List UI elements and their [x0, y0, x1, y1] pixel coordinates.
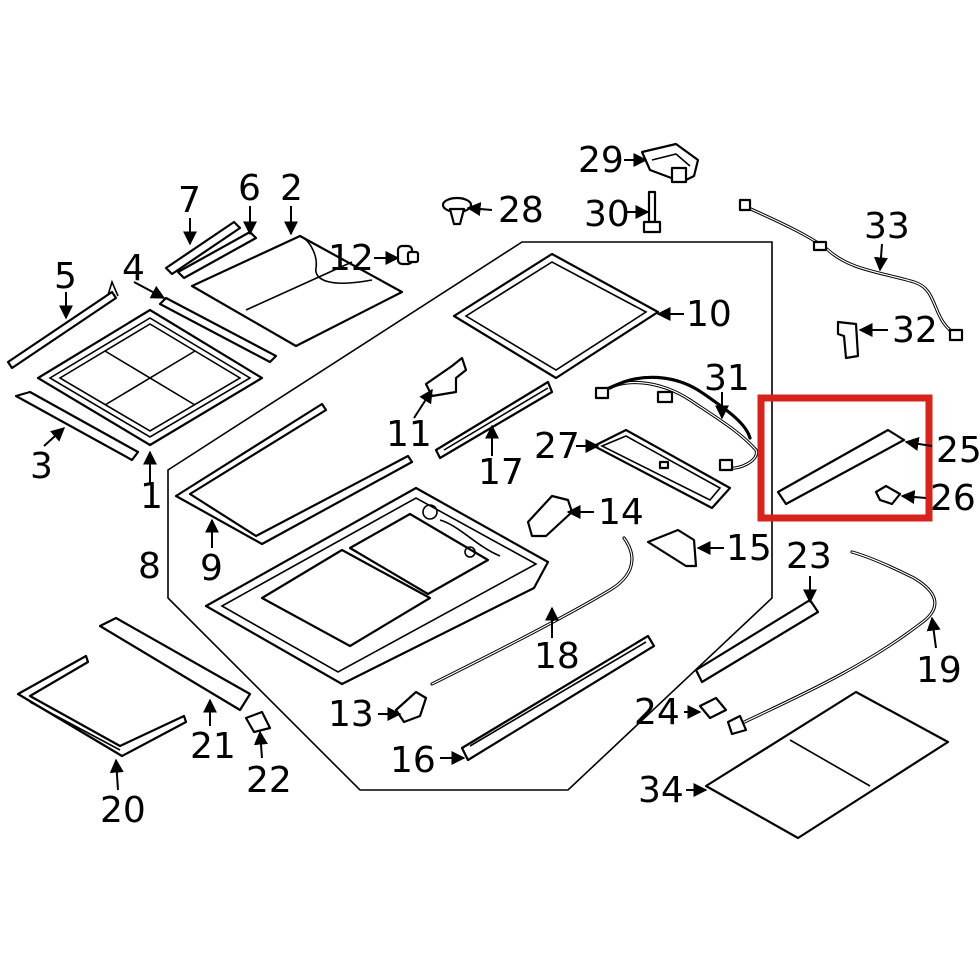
callout-19: 19	[916, 650, 962, 691]
callout-4: 4	[122, 248, 145, 289]
sunshade-2-fold	[245, 261, 353, 311]
callout-22: 22	[246, 760, 292, 801]
part-roof-frame	[204, 486, 550, 686]
callout-30: 30	[584, 194, 630, 235]
part-clip-26	[874, 484, 902, 506]
part-side-strip-4	[158, 296, 278, 364]
part-clip-12	[396, 244, 420, 266]
callout-6: 6	[238, 168, 261, 209]
part-bracket-11	[424, 356, 468, 398]
callout-17: 17	[478, 452, 524, 493]
part-clip-24	[698, 696, 728, 720]
part-strip-21	[98, 616, 252, 712]
callout-9: 9	[200, 548, 223, 589]
callout-24: 24	[634, 692, 680, 733]
callout-8: 8	[138, 546, 161, 587]
callout-15: 15	[726, 528, 772, 569]
cable-19-inner	[735, 551, 936, 727]
callout-7: 7	[178, 180, 201, 221]
callout-5: 5	[54, 256, 77, 297]
callout-labels: 1 2 3 4 5 6 7 8 9 10 11 12 13 14 15 16 1…	[30, 140, 980, 831]
callout-12: 12	[328, 238, 374, 279]
callout-28: 28	[498, 190, 544, 231]
part-push-pin-28	[441, 196, 473, 226]
part-guide-14	[526, 494, 574, 538]
part-sunshade-34	[704, 690, 950, 840]
callout-14: 14	[598, 492, 644, 533]
callout-31: 31	[704, 358, 750, 399]
part-clip-22	[244, 710, 272, 734]
leader-lines	[43, 153, 941, 797]
part-strip-23	[694, 598, 820, 684]
part-bracket-13	[394, 690, 428, 724]
rail-17-detail	[443, 387, 549, 451]
part-strip-7	[164, 220, 242, 276]
part-cable-33	[738, 198, 964, 342]
part-motor-29	[640, 142, 700, 184]
part-bracket-15	[646, 528, 698, 568]
part-front-seal	[14, 390, 140, 462]
part-strip-6	[176, 230, 258, 280]
callout-27: 27	[534, 426, 580, 467]
part-frame-seal-10	[452, 252, 660, 380]
part-bracket-5	[107, 279, 119, 297]
callout-21: 21	[190, 726, 236, 767]
callout-34: 34	[638, 770, 684, 811]
callout-10: 10	[686, 294, 732, 335]
callout-16: 16	[390, 740, 436, 781]
part-rail-16	[460, 634, 656, 762]
part-seal-9	[174, 402, 414, 546]
callout-25: 25	[936, 430, 980, 471]
callout-20: 20	[100, 790, 146, 831]
cable-18-inner	[431, 537, 633, 685]
part-plate-27	[592, 428, 732, 510]
callout-23: 23	[786, 536, 832, 577]
part-cable-19-end	[726, 714, 748, 736]
part-glass-panel	[36, 308, 264, 447]
callout-32: 32	[892, 310, 938, 351]
callout-13: 13	[328, 694, 374, 735]
callout-33: 33	[864, 206, 910, 247]
part-bracket-32	[836, 320, 860, 360]
highlight-box	[757, 394, 933, 522]
part-side-strip-5	[6, 290, 118, 370]
sunshade-2-cord	[299, 235, 373, 284]
part-panel-25	[776, 428, 906, 506]
callout-29: 29	[578, 140, 624, 181]
assembly-group-outline	[167, 241, 773, 791]
callout-26: 26	[930, 478, 976, 519]
part-deflector-20	[16, 654, 188, 758]
callout-3: 3	[30, 446, 53, 487]
callout-1: 1	[140, 476, 163, 517]
callout-11: 11	[386, 414, 432, 455]
callout-18: 18	[534, 636, 580, 677]
callout-2: 2	[280, 168, 303, 209]
